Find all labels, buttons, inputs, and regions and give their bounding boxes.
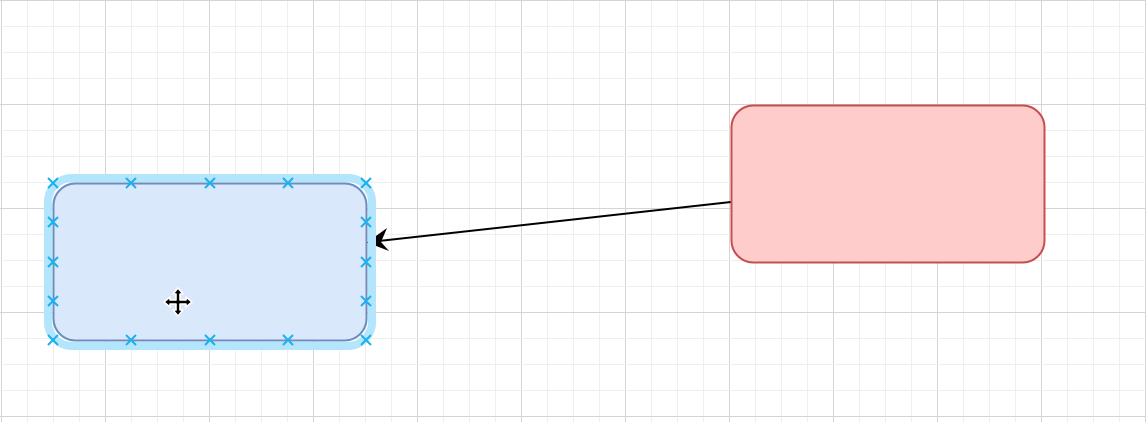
connection-point-icon[interactable] — [204, 177, 216, 189]
connection-point-icon[interactable] — [282, 334, 294, 346]
connection-point-icon[interactable] — [47, 177, 59, 189]
blue-rounded-rectangle[interactable] — [52, 182, 368, 342]
connection-point-icon[interactable] — [360, 295, 372, 307]
selection-highlight — [44, 174, 376, 350]
connection-point-icon[interactable] — [360, 177, 372, 189]
connection-point-icon[interactable] — [47, 216, 59, 228]
connection-point-icon[interactable] — [282, 177, 294, 189]
connection-point-icon[interactable] — [360, 256, 372, 268]
connection-point-icon[interactable] — [125, 177, 137, 189]
connection-point-icon[interactable] — [125, 334, 137, 346]
connection-point-icon[interactable] — [47, 295, 59, 307]
red-rounded-rectangle[interactable] — [730, 104, 1046, 264]
connector-arrow[interactable] — [369, 201, 732, 243]
connection-point-icon[interactable] — [47, 334, 59, 346]
connection-point-icon[interactable] — [360, 334, 372, 346]
connection-point-icon[interactable] — [360, 216, 372, 228]
move-cursor-icon — [163, 287, 193, 317]
connection-point-icon[interactable] — [47, 256, 59, 268]
arrowhead-icon — [367, 228, 389, 251]
connection-point-icon[interactable] — [204, 334, 216, 346]
connection-points — [47, 177, 372, 346]
